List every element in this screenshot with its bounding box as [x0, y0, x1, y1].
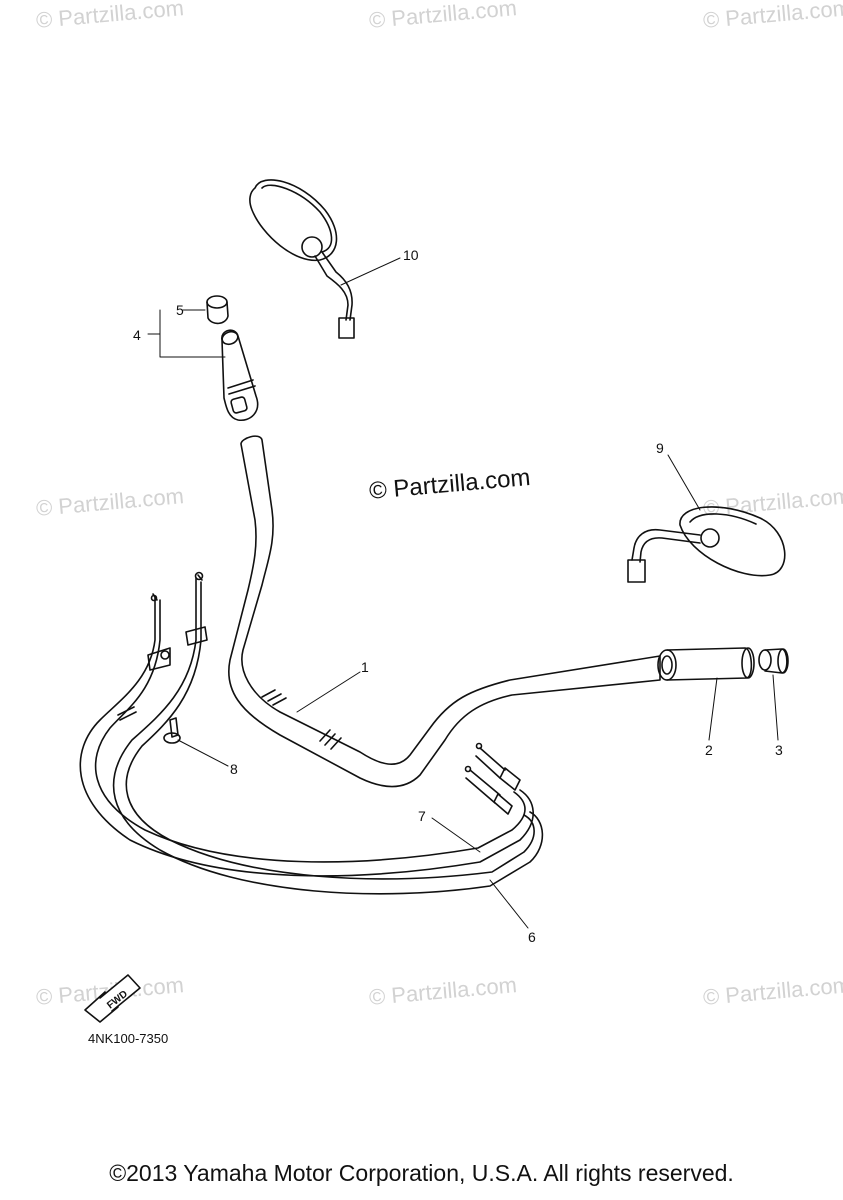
callout-2: 2 [705, 742, 713, 758]
handlebar [228, 435, 661, 788]
right-bar-end [758, 648, 789, 674]
left-grip [221, 329, 259, 421]
callout-5: 5 [176, 302, 184, 318]
left-mirror [249, 179, 355, 339]
callout-8: 8 [230, 761, 238, 777]
throttle-cables [79, 571, 544, 895]
bolt [163, 717, 181, 744]
left-bar-end [206, 295, 229, 325]
callout-10: 10 [403, 247, 419, 263]
callout-7: 7 [418, 808, 426, 824]
callout-3: 3 [775, 742, 783, 758]
leader-lines [147, 257, 779, 929]
forward-arrow-icon [84, 974, 141, 1023]
right-grip [657, 647, 755, 681]
callout-9: 9 [656, 440, 664, 456]
callout-1: 1 [361, 659, 369, 675]
callout-6: 6 [528, 929, 536, 945]
copyright-notice: ©2013 Yamaha Motor Corporation, U.S.A. A… [109, 1160, 734, 1186]
callout-4: 4 [133, 327, 141, 343]
right-mirror [627, 506, 786, 583]
part-code: 4NK100-7350 [88, 1031, 169, 1046]
